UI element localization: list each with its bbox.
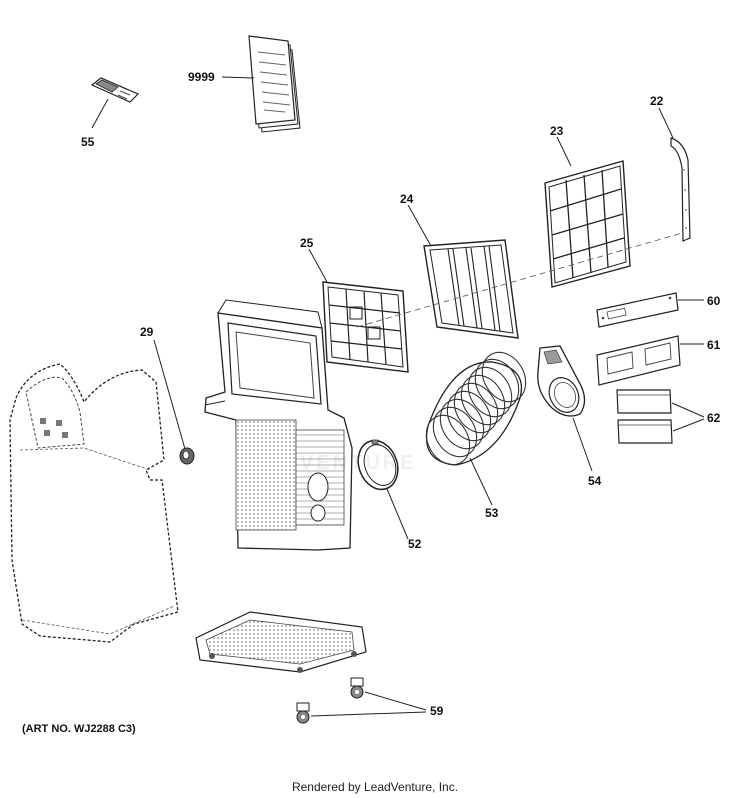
caster-rear [350,677,364,699]
callout-24: 24 [400,192,414,206]
part-52-ring [357,439,399,491]
art-number: (ART NO. WJ2288 C3) [22,723,136,735]
leader-54 [572,417,593,472]
leader-25 [308,248,328,283]
callout-53: 53 [485,506,499,520]
callout-55: 55 [81,135,95,149]
callout-61: 61 [707,338,721,352]
part-61-window-panel [596,335,681,386]
leader-9999 [221,76,255,79]
rendered-by-footer: Rendered by LeadVenture, Inc. [291,780,459,794]
callout-54: 54 [588,474,602,488]
part-54-nozzle [537,345,586,417]
part-22-seal [670,137,691,242]
base-tray [195,611,367,673]
watermark: VENTURE [300,452,417,474]
part-29-knob [179,447,195,465]
leader-59b [310,711,427,717]
part-25-grid [322,281,409,373]
leader-62b [672,418,705,432]
callout-9999: 9999 [188,70,215,84]
callout-52: 52 [408,537,422,551]
part-24-panel [423,239,519,339]
caster-front [296,702,310,724]
callout-62: 62 [707,411,721,425]
leader-55 [91,98,109,129]
leader-62a [671,402,705,418]
alignment-dashed-line [356,232,683,328]
rear-cabinet-panel [204,299,353,551]
leader-23 [556,136,572,167]
part-23-filter [544,160,631,288]
part-62-extension-panels [616,389,673,444]
part-53-hose [425,351,527,466]
callout-25: 25 [300,236,314,250]
callout-22: 22 [650,94,664,108]
part-55-remote [90,77,140,103]
callout-59: 59 [430,704,444,718]
part-60-window-panel [596,292,679,328]
callout-23: 23 [550,124,564,138]
leader-22 [658,107,674,139]
leader-59a [364,691,427,711]
leader-29 [153,339,186,450]
front-cabinet-shell [9,363,179,643]
leader-53 [469,457,493,506]
callout-29: 29 [140,325,154,339]
part-59-casters [296,677,364,724]
part-9999-manual [248,35,301,133]
leader-52 [386,488,409,540]
callout-60: 60 [707,294,721,308]
leader-24 [407,204,432,247]
